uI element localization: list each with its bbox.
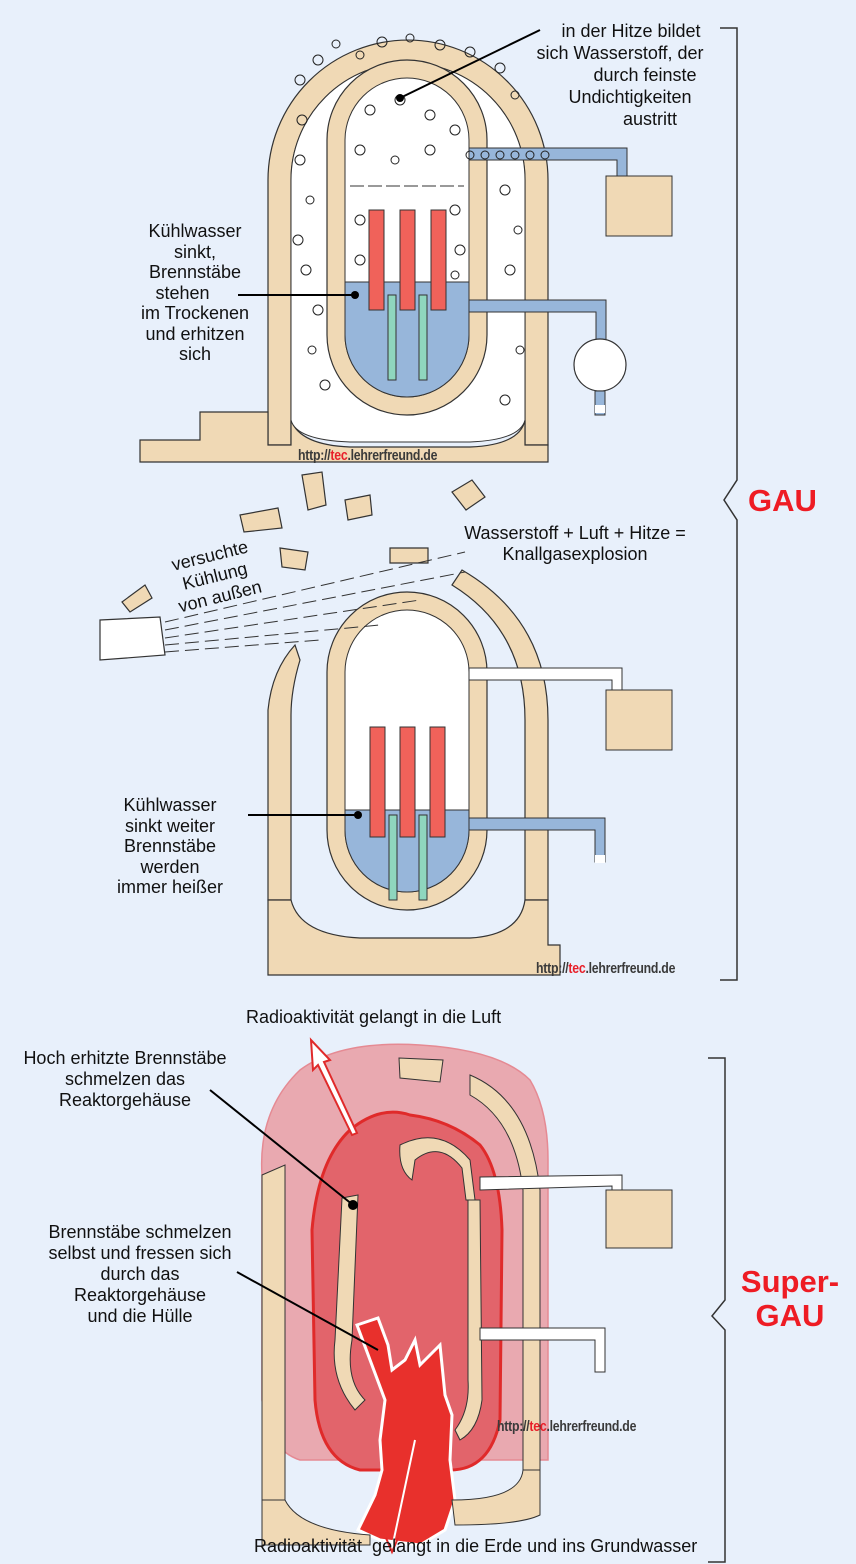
melt-zone: [310, 1110, 504, 1472]
label-line: Knallgasexplosion: [502, 544, 648, 564]
base: [451, 1469, 541, 1526]
vessel-remnant: [333, 1194, 366, 1411]
label-line: stehen: [155, 282, 210, 303]
base: [267, 899, 561, 976]
label-line: Undichtigkeiten: [568, 87, 692, 107]
control-rod: [387, 294, 397, 381]
outer-wall-left: [261, 1164, 286, 1501]
panel-2-reactor: [99, 471, 673, 976]
fuel-rod: [368, 209, 385, 311]
label-line: sich: [178, 344, 211, 364]
watermark-highlight: tec: [568, 960, 586, 977]
radiation-air-arrow: [309, 1037, 359, 1137]
watermark: http://tec.lehrerfreund.de: [497, 1418, 636, 1435]
fuel-rod: [399, 726, 416, 838]
molten-core: [355, 1316, 457, 1547]
leader-line: [236, 1271, 379, 1351]
steam-pipe: [479, 1174, 623, 1193]
label-line: im Trockenen: [140, 303, 250, 323]
supergau-line: GAU: [755, 1298, 825, 1333]
label-line: Brennstäbe: [148, 262, 242, 282]
label-line: sich Wasserstoff, der: [536, 43, 704, 63]
vessel-remnant: [399, 1137, 476, 1201]
control-rod: [388, 814, 398, 901]
turbine-box: [605, 1189, 673, 1249]
watermark-suffix: .lehrerfreund.de: [585, 960, 676, 977]
leader-line: [209, 1089, 354, 1206]
label-line: Hoch erhitzte Brennstäbe: [23, 1048, 227, 1068]
water-spray: [164, 551, 466, 653]
leader-line: [399, 29, 541, 99]
debris-top: [398, 1057, 444, 1083]
hydrogen-bubbles: [292, 33, 550, 406]
label-line: Kühlwasser: [123, 795, 217, 815]
fuel-rod: [369, 726, 386, 838]
turbine-box: [605, 689, 673, 751]
label-hydrogen-forms: in der Hitze bildet sich Wasserstoff, de…: [505, 20, 735, 130]
watermark-suffix: .lehrerfreund.de: [546, 1418, 637, 1435]
turbine-box: [605, 175, 673, 237]
label-line: immer heißer: [116, 877, 223, 897]
watermark-suffix: .lehrerfreund.de: [347, 447, 438, 464]
base: [261, 1499, 371, 1546]
fuel-rod: [430, 209, 447, 311]
label-line: Kühlwasser: [148, 221, 242, 241]
label-radiation-air: Radioaktivität gelangt in die Luft: [246, 1007, 502, 1027]
radiation-ground-arrow: [391, 1439, 416, 1549]
watermark-highlight: tec: [529, 1418, 547, 1435]
label-line: sinkt,: [173, 241, 216, 262]
watermark-highlight: tec: [330, 447, 348, 464]
label-radiation-ground: Radioaktivität gelangt in die Erde und i…: [254, 1536, 698, 1556]
label-line: Brennstäbe: [123, 836, 217, 856]
label-melt-through: Brennstäbe schmelzen selbst und fressen …: [30, 1222, 250, 1327]
watermark: http://tec.lehrerfreund.de: [536, 960, 675, 977]
watermark-prefix: http://: [298, 447, 331, 464]
panel-3-meltdown: [209, 1037, 673, 1555]
label-line: selbst und fressen sich: [48, 1243, 232, 1263]
supergau-label: Super- GAU: [735, 1265, 845, 1333]
label-line: Wasserstoff + Luft + Hitze =: [464, 523, 686, 543]
label-cooling-water-sinks-further: Kühlwasser sinkt weiter Brennstäbe werde…: [100, 795, 240, 898]
pump: [573, 338, 627, 392]
watermark-prefix: http://: [497, 1418, 530, 1435]
fuel-rod: [399, 209, 416, 311]
panel-1-reactor: [139, 29, 673, 463]
gau-label: GAU: [748, 483, 817, 518]
fuel-rod: [429, 726, 446, 838]
label-line: durch feinste: [593, 65, 697, 85]
cooling-water: [344, 281, 470, 398]
outer-shell-left: [267, 643, 301, 901]
gau-bracket: [720, 27, 738, 981]
label-knallgas-explosion: Wasserstoff + Luft + Hitze = Knallgasexp…: [440, 523, 710, 565]
watermark-prefix: http://: [536, 960, 569, 977]
vessel-remnant: [454, 1199, 483, 1441]
label-line: Reaktorgehäuse: [73, 1285, 207, 1305]
label-line: Brennstäbe schmelzen: [48, 1222, 232, 1242]
label-line: Reaktorgehäuse: [58, 1090, 192, 1110]
label-line: und die Hülle: [87, 1306, 193, 1326]
label-line: sinkt weiter: [124, 815, 216, 836]
supergau-bracket: [708, 1057, 726, 1563]
water-hose: [99, 616, 166, 661]
control-rod: [418, 294, 428, 381]
supergau-line: Super-: [740, 1264, 840, 1299]
label-line: schmelzen das: [64, 1069, 186, 1089]
label-cooling-water-sinks: Kühlwasser sinkt, Brennstäbe stehen im T…: [125, 221, 265, 365]
watermark: http://tec.lehrerfreund.de: [298, 447, 437, 464]
label-line: in der Hitze bildet: [561, 21, 701, 41]
label-line: werden: [140, 856, 200, 877]
label-line: durch das: [100, 1264, 180, 1284]
label-line: und erhitzen: [145, 323, 245, 344]
water-pipe: [479, 1327, 606, 1373]
label-line: austritt: [622, 109, 678, 129]
label-melt-housing: Hoch erhitzte Brennstäbe schmelzen das R…: [10, 1048, 240, 1111]
control-rod: [418, 814, 428, 901]
explosion-debris: [121, 471, 549, 901]
